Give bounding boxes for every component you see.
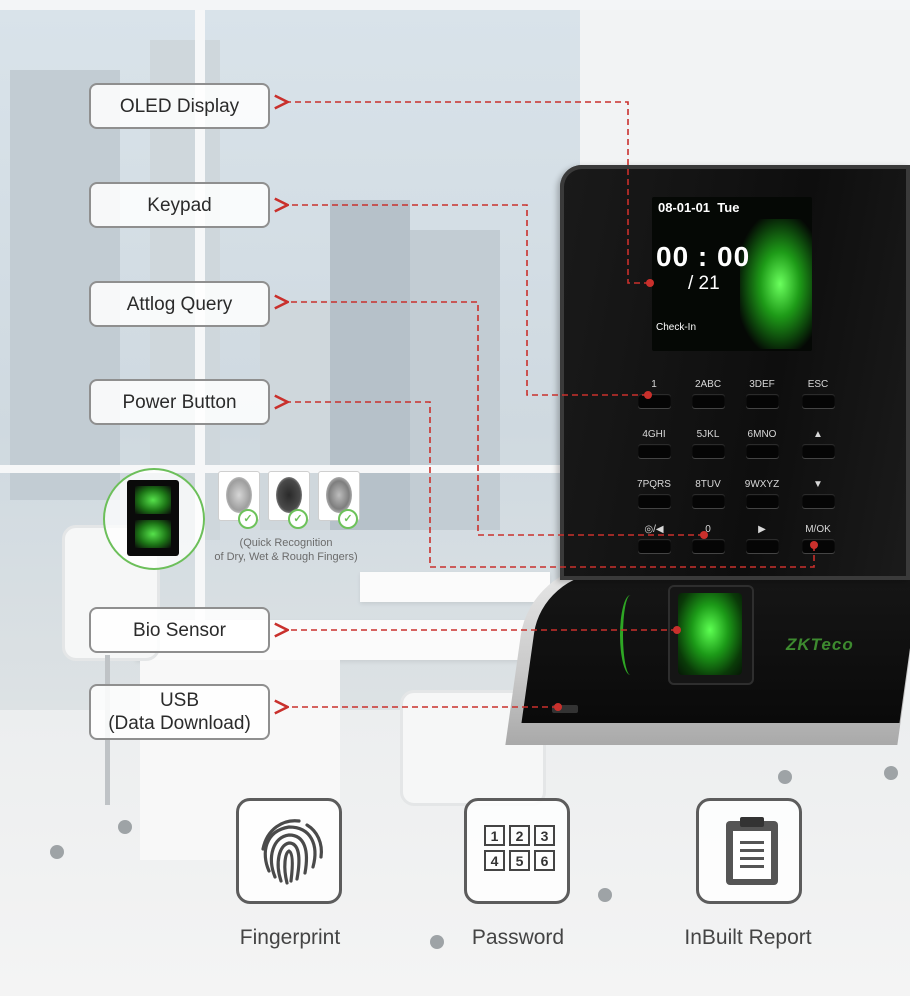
label-power-button: Power Button xyxy=(89,379,270,425)
oled-display: 08-01-01 Tue 00 : 00 / 21 Check-In xyxy=(652,197,812,351)
key-label: 5JKL xyxy=(696,429,720,440)
keypad-key xyxy=(692,444,725,458)
line-attlog xyxy=(286,302,704,536)
report-label: InBuilt Report xyxy=(684,926,812,949)
key-label: 1 xyxy=(651,379,657,390)
dot-power xyxy=(810,541,818,549)
label-usb: USB (Data Download) xyxy=(89,684,270,740)
wall xyxy=(580,10,910,170)
keypad-key xyxy=(802,494,835,508)
key-label: ▼ xyxy=(813,479,823,490)
label-attlog-query: Attlog Query xyxy=(89,281,270,327)
screen-time: 00 : 00 xyxy=(656,241,751,272)
quick-recognition-line1: (Quick Recognition xyxy=(239,537,333,549)
quick-recognition-line2: of Dry, Wet & Rough Fingers) xyxy=(214,551,358,563)
fingerprint-glass xyxy=(678,593,742,675)
report-feature xyxy=(696,798,802,904)
keypad-key xyxy=(802,394,835,408)
brand-logo: ZKTeco xyxy=(786,635,854,654)
key-label: 3DEF xyxy=(749,379,775,390)
line-keypad xyxy=(286,205,648,396)
attendance-device: 08-01-01 Tue 00 : 00 / 21 Check-In 1 2ABC… xyxy=(505,165,910,745)
key-label: 2ABC xyxy=(694,379,722,390)
keypad-key xyxy=(638,444,671,458)
bio-sensor-closeup xyxy=(103,468,205,570)
screen-date: 08-01-01 Tue xyxy=(658,200,740,215)
usb-port xyxy=(552,705,578,713)
keypad-digit: 1 xyxy=(484,825,505,846)
label-usb-line1: USB xyxy=(159,690,200,711)
key-label: M/OK xyxy=(805,524,831,535)
chair-wheel xyxy=(430,935,444,949)
key-label: 9WXYZ xyxy=(744,479,780,490)
keypad-digit: 6 xyxy=(534,850,555,871)
chair-wheel xyxy=(118,820,132,834)
keypad-key xyxy=(746,394,779,408)
key-label: ▶ xyxy=(758,524,766,535)
label-bio-sensor: Bio Sensor xyxy=(89,607,270,653)
window-rail xyxy=(0,465,560,473)
bio-sensor xyxy=(668,585,754,685)
fingerprint-label: Fingerprint xyxy=(239,926,341,949)
dot-attlog xyxy=(700,531,708,539)
key-label: 8TUV xyxy=(695,479,721,490)
key-label: 6MNO xyxy=(747,429,777,440)
quick-recognition-caption: (Quick Recognition of Dry, Wet & Rough F… xyxy=(205,536,367,564)
label-keypad: Keypad xyxy=(89,182,270,228)
keypad-icon: 1 2 3 4 5 6 xyxy=(484,825,555,871)
keypad-key xyxy=(802,444,835,458)
keypad-key xyxy=(746,539,779,553)
check-icon: ✓ xyxy=(288,509,308,529)
dot-bio xyxy=(673,626,681,634)
keypad-key xyxy=(638,494,671,508)
sensor-closeup xyxy=(127,480,179,556)
chair-wheel xyxy=(778,770,792,784)
keypad-key xyxy=(692,539,725,553)
check-icon: ✓ xyxy=(238,509,258,529)
fingerprint-icon xyxy=(261,819,323,885)
table-back xyxy=(360,572,550,602)
clipboard-report-icon xyxy=(726,817,778,885)
keypad-digit: 5 xyxy=(509,850,530,871)
password-label: Password xyxy=(471,926,565,949)
window-frame xyxy=(195,10,205,710)
label-usb-line2: (Data Download) xyxy=(108,713,251,734)
keypad-key xyxy=(692,394,725,408)
device-body: 08-01-01 Tue 00 : 00 / 21 Check-In 1 2ABC… xyxy=(560,165,910,580)
keypad-key xyxy=(802,539,835,553)
fingerprint-feature xyxy=(236,798,342,904)
chair-wheel xyxy=(50,845,64,859)
keypad-key xyxy=(692,494,725,508)
key-label: 4GHI xyxy=(642,429,666,440)
globe-icon xyxy=(740,219,812,349)
key-label: ▲ xyxy=(813,429,823,440)
sensor-light xyxy=(620,595,641,675)
line-oled xyxy=(286,102,650,284)
check-icon: ✓ xyxy=(338,509,358,529)
screen-mode: Check-In xyxy=(656,322,697,333)
keypad-digit: 3 xyxy=(534,825,555,846)
keypad-key xyxy=(746,494,779,508)
key-label: 0 xyxy=(705,524,711,535)
keypad-key xyxy=(638,539,671,553)
key-label: 7PQRS xyxy=(637,479,671,490)
rough-finger-sample xyxy=(318,471,360,521)
key-label: ESC xyxy=(807,379,829,390)
screen-count: / 21 xyxy=(688,273,720,294)
label-oled-display: OLED Display xyxy=(89,83,270,129)
line-power xyxy=(286,402,815,568)
building-right xyxy=(410,230,500,530)
chair-wheel xyxy=(884,766,898,780)
keypad-key xyxy=(746,444,779,458)
chair-wheel xyxy=(598,888,612,902)
dot-usb xyxy=(554,703,562,711)
dot-keypad xyxy=(644,391,652,399)
key-label: ◎/◀ xyxy=(644,524,664,535)
keypad-digit: 2 xyxy=(509,825,530,846)
keypad-digit: 4 xyxy=(484,850,505,871)
password-feature: 1 2 3 4 5 6 xyxy=(464,798,570,904)
dot-oled xyxy=(646,279,654,287)
